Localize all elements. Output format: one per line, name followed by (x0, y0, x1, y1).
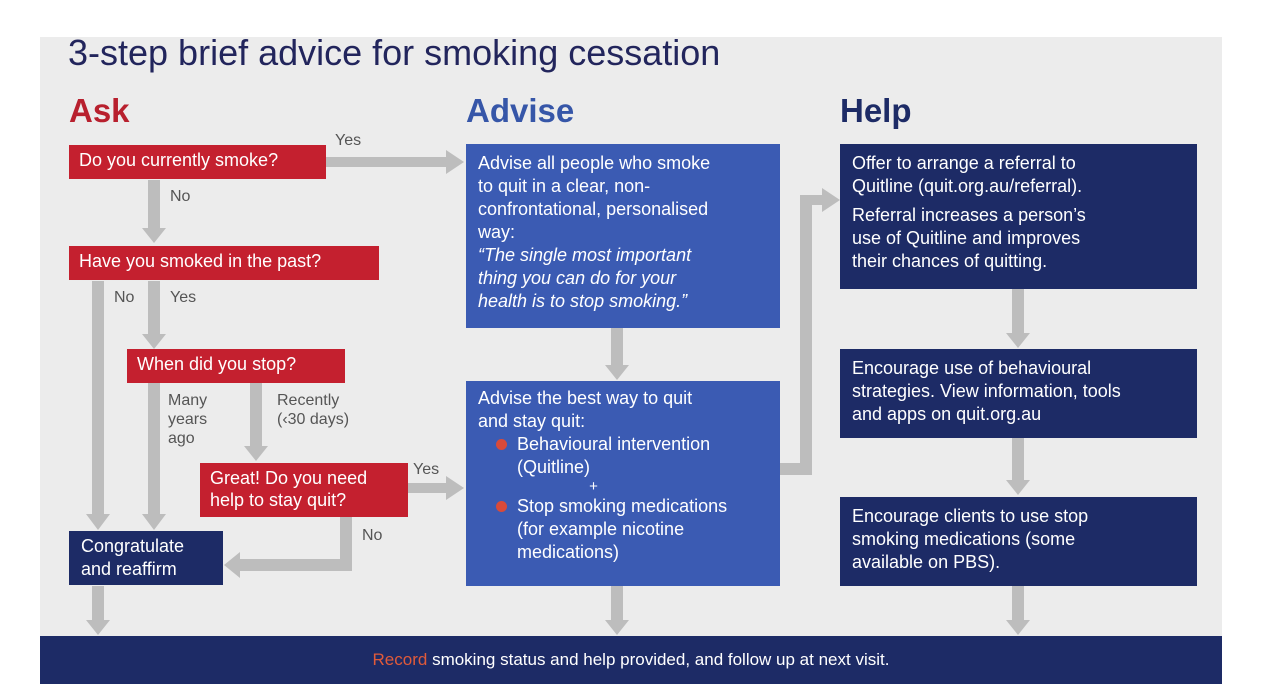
arrow-no-to-congratulate-2 (224, 517, 352, 578)
question-need-help-line-2: help to stay quit? (210, 490, 347, 510)
arrow-help-to-record (1006, 586, 1030, 635)
arrow-advise-to-help (780, 188, 840, 475)
label-no-currently-smoke: No (170, 188, 191, 205)
advise-box-1-line-4: way: (478, 222, 516, 242)
advise-box-2-line-1: Advise the best way to quit (478, 388, 693, 408)
question-need-help-line-1: Great! Do you need (210, 468, 368, 488)
arrow-advise-1-to-2 (605, 328, 629, 380)
bullet-dot-icon (496, 439, 507, 450)
record-word: Record (372, 650, 428, 669)
bullet-medications-line-2: (for example nicotine (517, 519, 685, 539)
help-box-1-line-4: use of Quitline and improves (852, 228, 1081, 248)
help-heading: Help (840, 92, 912, 129)
label-yes-need-help: Yes (413, 461, 440, 478)
advise-box-clear-advice: Advise all people who smoke to quit in a… (466, 144, 780, 328)
ask-heading: Ask (69, 92, 130, 129)
help-box-2-line-2: strategies. View information, tools (852, 381, 1121, 401)
help-box-1-line-5: their chances of quitting. (852, 251, 1048, 271)
help-box-behavioural: Encourage use of behavioural strategies.… (840, 349, 1197, 438)
advise-quote-line-2: thing you can do for your (478, 268, 677, 288)
arrow-congratulate-to-record (86, 586, 110, 635)
help-box-3-line-1: Encourage clients to use stop (852, 506, 1089, 526)
question-when-stop: When did you stop? (127, 349, 345, 383)
congratulate-line-1: Congratulate (81, 536, 185, 556)
help-box-2-line-3: and apps on quit.org.au (852, 404, 1042, 424)
arrow-no-to-congratulate (86, 281, 110, 530)
arrow-yes-to-advise-2 (408, 476, 464, 500)
label-yes-currently-smoke: Yes (335, 132, 362, 149)
arrow-yes-to-stop (142, 281, 166, 349)
help-box-3-line-2: smoking medications (some (852, 529, 1076, 549)
bullet-behavioural: Behavioural intervention (Quitline) + (496, 433, 768, 495)
label-no-need-help: No (362, 527, 383, 544)
congratulate-box: Congratulate and reaffirm (69, 531, 223, 585)
advise-box-best-way: Advise the best way to quit and stay qui… (466, 381, 780, 586)
arrow-advise-to-record (605, 586, 629, 635)
record-bar: Record smoking status and help provided,… (40, 636, 1222, 684)
label-recently-line-2: (‹30 days) (277, 411, 350, 428)
label-recently-line-1: Recently (277, 392, 340, 409)
arrow-no-to-past (142, 180, 166, 243)
help-box-2-line-1: Encourage use of behavioural (852, 358, 1092, 378)
advise-quote-line-3: health is to stop smoking.” (478, 291, 688, 311)
bullet-medications: Stop smoking medications (for example ni… (496, 495, 768, 564)
label-no-smoked-past: No (114, 289, 135, 306)
advise-box-2-line-2: and stay quit: (478, 411, 586, 431)
advise-box-1-line-1: Advise all people who smoke (478, 153, 711, 173)
arrow-yes-to-advise (326, 150, 464, 174)
help-box-3-line-3: available on PBS). (852, 552, 1001, 572)
arrow-recently (244, 383, 268, 461)
help-box-referral: Offer to arrange a referral to Quitline … (840, 144, 1197, 289)
help-box-1-line-1: Offer to arrange a referral to (852, 153, 1076, 173)
label-yes-smoked-past: Yes (170, 289, 197, 306)
label-many-years-ago: Many years ago (168, 391, 207, 448)
help-box-1-line-3: Referral increases a person’s (852, 205, 1086, 225)
label-recently: Recently (‹30 days) (277, 391, 349, 429)
bullet-dot-icon (496, 501, 507, 512)
arrow-help-2-to-3 (1006, 438, 1030, 495)
bullet-medications-line-1: Stop smoking medications (517, 496, 728, 516)
bullet-behavioural-line-1: Behavioural intervention (517, 434, 711, 454)
help-box-medications: Encourage clients to use stop smoking me… (840, 497, 1197, 586)
bullet-behavioural-line-2: (Quitline) (517, 457, 591, 477)
help-box-1-line-2: Quitline (quit.org.au/referral). (852, 176, 1083, 196)
question-smoked-past: Have you smoked in the past? (69, 246, 379, 280)
page-title: 3-step brief advice for smoking cessatio… (68, 32, 721, 73)
question-when-stop-text: When did you stop? (137, 354, 297, 374)
advise-box-1-line-2: to quit in a clear, non- (478, 176, 651, 196)
label-many-years-line-1: Many (168, 392, 208, 409)
arrow-many-years (142, 383, 166, 530)
bullet-medications-line-3: medications) (517, 542, 620, 562)
advise-box-1-line-3: confrontational, personalised (478, 199, 709, 219)
plus-sign: + (589, 478, 598, 495)
question-need-help: Great! Do you need help to stay quit? (200, 463, 408, 517)
label-many-years-line-3: ago (168, 430, 195, 447)
arrow-help-1-to-2 (1006, 289, 1030, 348)
advise-quote-line-1: “The single most important (478, 245, 692, 265)
label-many-years-line-2: years (168, 411, 208, 428)
record-text: smoking status and help provided, and fo… (427, 650, 890, 669)
advise-heading: Advise (466, 92, 575, 129)
congratulate-line-2: and reaffirm (81, 559, 177, 579)
question-currently-smoke: Do you currently smoke? (69, 145, 326, 179)
question-smoked-past-text: Have you smoked in the past? (79, 251, 322, 271)
question-currently-smoke-text: Do you currently smoke? (79, 150, 279, 170)
